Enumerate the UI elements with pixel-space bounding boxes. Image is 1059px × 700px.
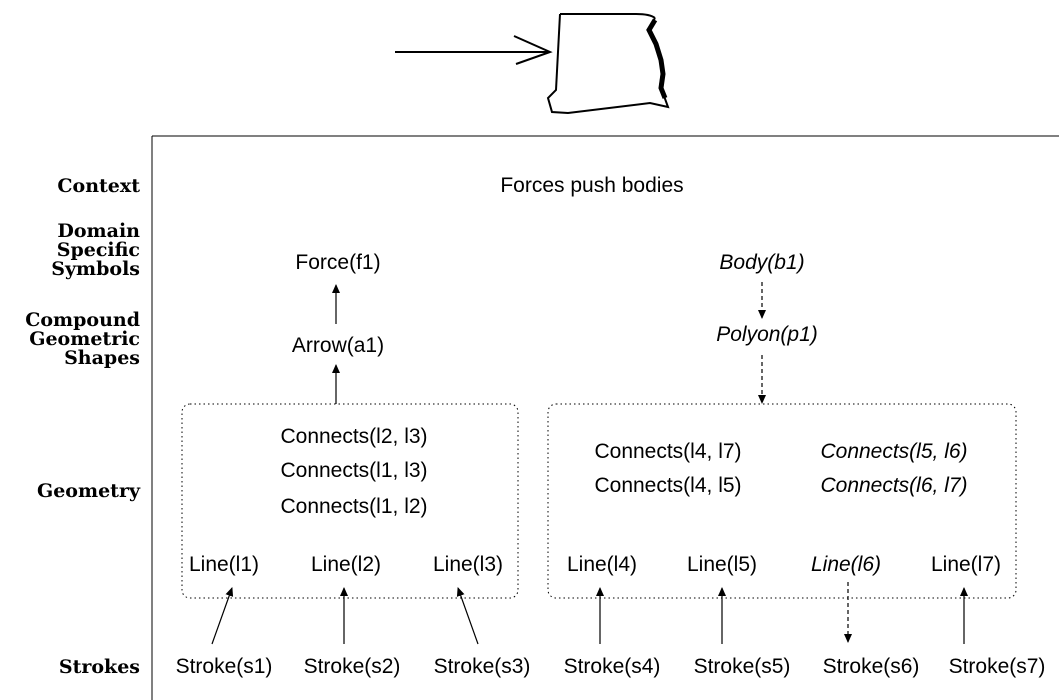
stroke-s2: Stroke(s2): [304, 655, 401, 678]
context-text: Forces push bodies: [500, 174, 683, 197]
node-arrow: Arrow(a1): [292, 334, 384, 357]
stroke-s7: Stroke(s7): [949, 655, 1046, 678]
geometry-group-right: [547, 403, 1017, 599]
line-l2: Line(l2): [311, 553, 381, 576]
sketch-illustration: [395, 13, 670, 115]
connects-l1-l2: Connects(l1, l2): [280, 495, 427, 518]
connects-l5-l6: Connects(l5, l6): [820, 440, 967, 463]
line-l1: Line(l1): [189, 553, 259, 576]
sketch-arrow-head: [513, 35, 553, 65]
edge-s1-to-l1: [211, 587, 234, 645]
line-l4: Line(l4): [567, 553, 637, 576]
row-label-domain-3: Symbols: [51, 258, 140, 280]
row-label-strokes: Strokes: [59, 656, 140, 678]
row-label-domain-2: Specific: [57, 239, 140, 261]
stroke-s1: Stroke(s1): [176, 655, 273, 678]
stroke-s5: Stroke(s5): [694, 655, 791, 678]
connects-l2-l3: Connects(l2, l3): [280, 425, 427, 448]
connects-l1-l3: Connects(l1, l3): [280, 459, 427, 482]
stroke-s6: Stroke(s6): [823, 655, 920, 678]
line-l5: Line(l5): [687, 553, 757, 576]
node-force: Force(f1): [295, 251, 380, 274]
node-polygon: Polyon(p1): [716, 323, 818, 346]
row-label-compound-3: Shapes: [64, 347, 140, 369]
stroke-s3: Stroke(s3): [434, 655, 531, 678]
line-l7: Line(l7): [931, 553, 1001, 576]
connects-l4-l7: Connects(l4, l7): [594, 440, 741, 463]
node-body: Body(b1): [719, 251, 804, 274]
row-label-context: Context: [57, 175, 140, 197]
main-frame: [151, 135, 1059, 700]
sketch-box-thick-edge: [646, 18, 668, 99]
connects-l4-l5: Connects(l4, l5): [594, 474, 741, 497]
row-label-compound-1: Compound: [25, 309, 140, 331]
row-label-compound-2: Geometric: [29, 328, 140, 350]
edge-s3-to-l3: [456, 587, 479, 645]
row-label-geometry: Geometry: [37, 480, 141, 502]
line-l3: Line(l3): [433, 553, 503, 576]
stroke-s4: Stroke(s4): [564, 655, 661, 678]
row-label-domain-1: Domain: [57, 220, 140, 242]
line-l6: Line(l6): [811, 553, 881, 576]
connects-l6-l7: Connects(l6, l7): [820, 474, 967, 497]
